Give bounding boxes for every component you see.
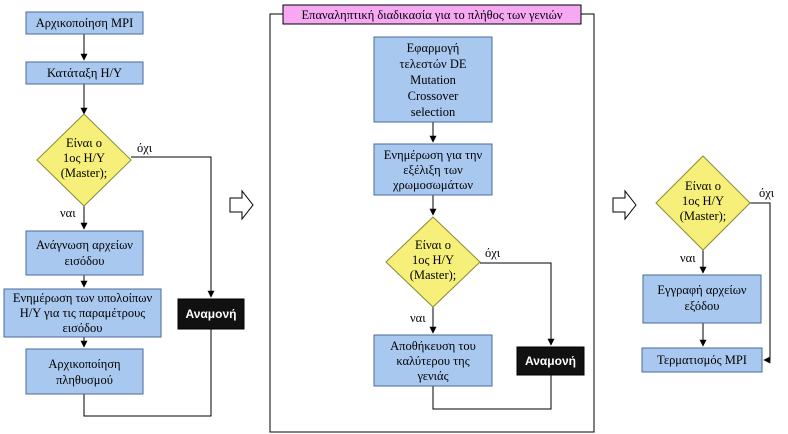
mid-decision-line-1: Είναι ο [415,238,451,252]
init-pop-line-2: πληθυσμού [56,373,113,387]
notify-line-1: Ενημέρωση των υπολοίπων [13,291,153,305]
init-pop-box [25,348,144,395]
mid-yes-label: ναι [410,311,426,325]
operators-box [373,36,493,123]
operators-line-2: τελεστών DE [399,57,466,71]
connector-mid-join [432,375,552,410]
left-wait-box [177,298,245,330]
left-decision-line-1: Είναι ο [66,136,102,150]
mid-no-label: όχι [485,246,501,260]
update-line-1: Ενημέρωση για την [384,148,483,162]
left-decision-line-2: 1ος Η/Υ [63,151,105,165]
write-output-box [642,274,762,324]
init-mpi-label: Αρχικοποίηση MPI [36,16,134,30]
operators-line-5: selection [411,105,456,119]
save-best-box [373,334,493,387]
save-best-line-3: γενιάς [416,369,448,383]
right-no-label: όχι [759,186,775,200]
right-decision-line-3: (Master); [680,209,727,223]
rank-label: Κατάταξη Η/Υ [47,66,122,80]
mid-decision-line-2: 1ος Η/Υ [412,253,454,267]
mid-decision-diamond [385,216,481,308]
update-line-2: εξέλιξη των [403,163,463,177]
finalize-label: Τερματισμός MPI [657,353,747,367]
operators-line-4: Crossover [408,89,460,103]
mid-wait-box [516,346,585,376]
rank-box [25,61,144,85]
arrow-decision-no [131,156,215,298]
operators-line-1: Εφαρμογή [407,41,460,55]
connector-join-wait [83,329,212,417]
middle-flow: Επαναληπτική διαδικασία για το πλήθος τω… [269,4,595,433]
loop-title-box [282,4,582,25]
read-input-line-2: εισόδου [65,254,105,268]
right-decision-diamond [655,155,751,251]
loop-title: Επαναληπτική διαδικασία για το πλήθος τω… [302,8,563,22]
write-output-line-2: εξόδου [685,299,720,313]
save-best-line-2: καλύτερου της [396,354,469,368]
right-decision-line-1: Είναι ο [685,179,721,193]
notify-box [3,288,162,338]
notify-line-2: Η/Υ για τις παραμέτρους [20,306,146,320]
right-yes-label: ναι [680,251,696,265]
left-decision-diamond [36,113,132,207]
read-input-line-1: Ανάγνωση αρχείων [36,238,133,252]
read-input-box [25,230,144,276]
mid-decision-line-3: (Master); [410,268,457,282]
right-flow: Είναι ο 1ος Η/Υ (Master); ναι όχι Εγγραφ… [641,155,775,373]
notify-line-3: εισόδου [63,321,103,335]
left-yes-label: ναι [60,206,76,220]
left-no-label: όχι [137,141,153,155]
left-wait-label: Αναμονή [186,307,237,321]
finalize-box [641,347,763,373]
update-line-3: χρωμοσωμάτων [392,178,473,192]
flow-arrow-icon [229,189,254,221]
left-flow: Αρχικοποίηση MPI Κατάταξη Η/Υ Είναι ο 1ο… [3,11,245,417]
update-box [373,143,493,196]
right-decision-line-2: 1ος Η/Υ [682,194,724,208]
mid-wait-label: Αναμονή [525,354,576,368]
arrow-mid-decision-no [480,262,555,346]
arrow-right-decision-no [750,202,771,364]
flow-arrow-icon-2 [612,189,637,221]
left-decision-line-3: (Master); [61,166,108,180]
init-pop-line-1: Αρχικοποίηση [48,357,120,371]
write-output-line-1: Εγγραφή αρχείων [657,283,747,297]
init-mpi-box [25,11,144,35]
save-best-line-1: Αποθήκευση του [390,339,476,353]
operators-line-3: Mutation [410,73,457,87]
